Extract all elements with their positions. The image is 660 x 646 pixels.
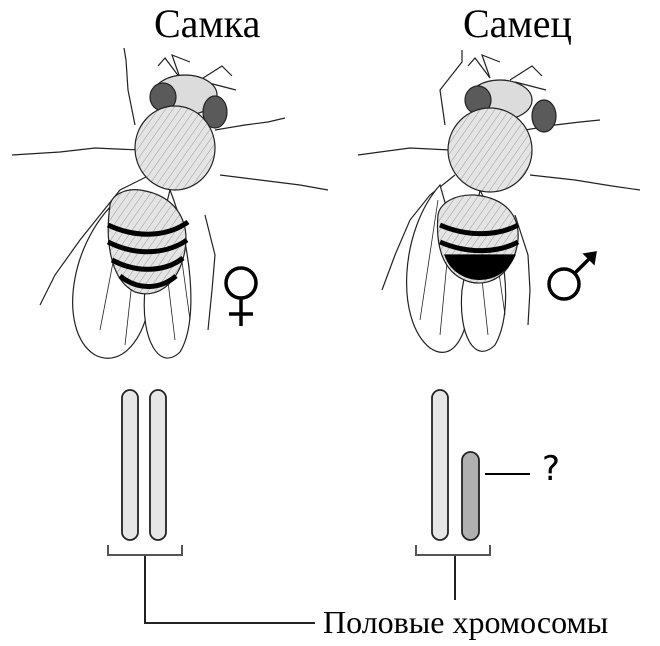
male-symbol-icon bbox=[549, 252, 596, 299]
female-bracket bbox=[108, 545, 182, 555]
unknown-chromosome-label: ? bbox=[542, 452, 560, 486]
female-x-chromosome-2 bbox=[150, 390, 166, 540]
female-x-chromosome-1 bbox=[122, 390, 138, 540]
female-fly bbox=[12, 48, 328, 358]
male-y-chromosome bbox=[462, 452, 479, 540]
caption-connector-female bbox=[145, 556, 315, 623]
male-x-chromosome bbox=[432, 390, 448, 540]
male-fly bbox=[358, 50, 640, 352]
female-title: Самка bbox=[154, 4, 260, 44]
male-bracket bbox=[416, 545, 490, 555]
female-symbol-icon bbox=[226, 268, 256, 326]
male-title: Самец bbox=[463, 4, 572, 44]
sex-chromosomes-caption: Половые хромосомы bbox=[323, 606, 608, 638]
